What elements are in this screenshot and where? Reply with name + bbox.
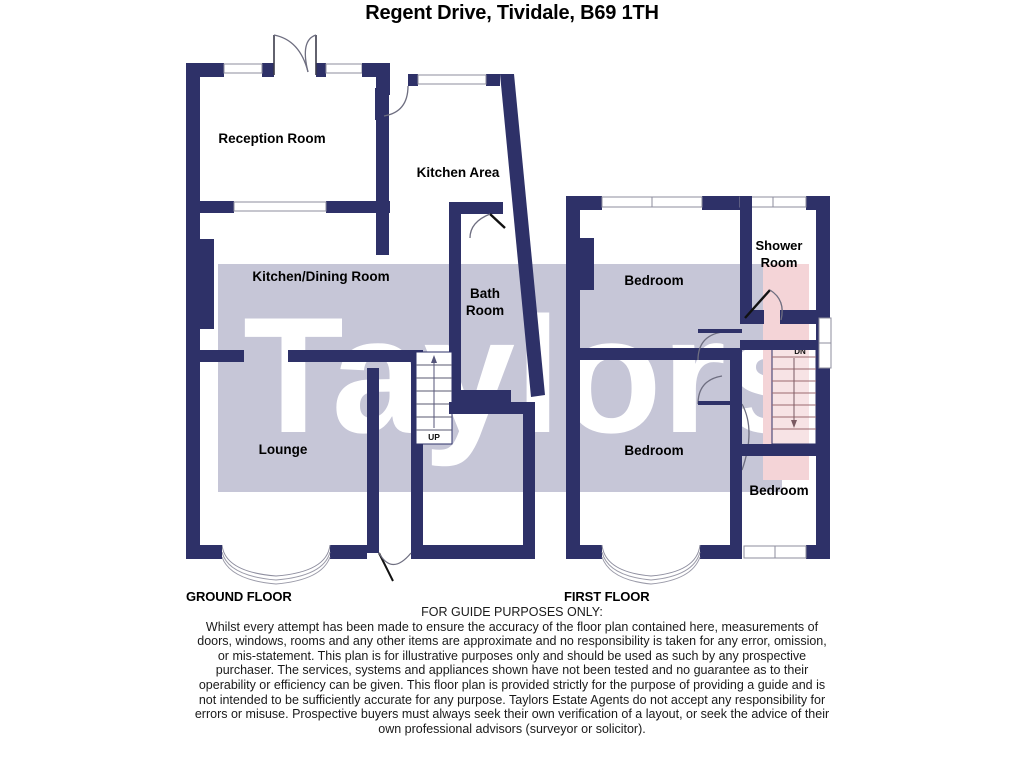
wall-left-mid bbox=[186, 209, 200, 329]
room-label-shower-room-line1: Shower bbox=[756, 238, 803, 253]
wall-ff-left-jog bbox=[580, 238, 594, 290]
wall-ff-bed2-right bbox=[730, 404, 742, 559]
window-divider bbox=[233, 201, 327, 212]
door-swing-bath bbox=[469, 213, 491, 239]
wall-bottom-far-right bbox=[423, 545, 535, 559]
disclaimer-heading: FOR GUIDE PURPOSES ONLY: bbox=[421, 605, 603, 619]
first-floor-plan: DN Bedroom Shower Room Bedroom bbox=[566, 196, 832, 585]
wall-divider-right bbox=[326, 201, 390, 213]
door-leaf-bedroom1 bbox=[698, 329, 742, 333]
ground-floor-plan: UP Reception Room Kitchen Ar bbox=[186, 34, 545, 585]
wall-ff-bottom-left bbox=[566, 545, 602, 559]
wall-hall-left bbox=[367, 368, 379, 553]
wall-bottom-step bbox=[200, 545, 222, 559]
wall-ff-landing-right bbox=[730, 348, 742, 404]
wall-divider-stub bbox=[376, 201, 389, 229]
wall-angled-right bbox=[500, 74, 545, 397]
room-label-bedroom-2: Bedroom bbox=[624, 443, 683, 458]
wall-ff-stair-top bbox=[740, 340, 816, 350]
wall-bottom-right bbox=[411, 545, 425, 559]
wall-stair-bottom bbox=[449, 390, 511, 402]
door-swing-front bbox=[378, 552, 412, 566]
door-swing-top-2 bbox=[304, 34, 317, 73]
wall-bath-top bbox=[449, 202, 489, 214]
wall-left-a bbox=[186, 173, 200, 201]
wall-left-b bbox=[186, 201, 200, 209]
disclaimer: FOR GUIDE PURPOSES ONLY: Whilst every at… bbox=[0, 605, 1024, 736]
wall-ff-top-mid bbox=[702, 196, 740, 210]
room-label-kitchen-area: Kitchen Area bbox=[417, 165, 500, 180]
wall-ff-bottom-mid bbox=[700, 545, 742, 559]
stairs-ground bbox=[415, 351, 453, 445]
window-top-1 bbox=[223, 63, 263, 74]
page-title: Regent Drive, Tividale, B69 1TH bbox=[365, 2, 659, 24]
wall-left-upper bbox=[186, 63, 200, 173]
door-leaf-bath bbox=[489, 213, 506, 229]
wall-left-lower bbox=[186, 329, 200, 559]
wall-bath-top-right bbox=[489, 202, 503, 214]
window-top-2 bbox=[325, 63, 363, 74]
disclaimer-body: Whilst every attempt has been made to en… bbox=[194, 619, 830, 736]
stairs-first-direction-label: DN bbox=[794, 347, 806, 356]
wall-ff-right bbox=[816, 196, 830, 559]
wall-divider-left bbox=[200, 201, 234, 213]
window-kitchen-top bbox=[417, 74, 487, 85]
wall-lounge-div-mid bbox=[288, 350, 423, 362]
wall-reception-right-top bbox=[376, 77, 389, 85]
wall-ff-stair-bottom bbox=[740, 444, 816, 456]
wall-ff-left bbox=[566, 196, 580, 559]
wall-bottom-mid bbox=[330, 545, 367, 559]
wall-right-lower bbox=[523, 402, 535, 552]
wall-top-pier-2 bbox=[316, 63, 326, 77]
room-label-lounge: Lounge bbox=[259, 442, 308, 457]
bay-window-bedroom2 bbox=[601, 544, 701, 585]
door-swing-shower bbox=[769, 289, 783, 321]
door-swing-bedroom3 bbox=[741, 403, 750, 471]
wall-top-left bbox=[186, 63, 224, 77]
wall-ff-shower-b2 bbox=[780, 310, 816, 324]
bay-window-lounge bbox=[221, 544, 331, 585]
wall-ff-bed1-bottom bbox=[580, 348, 698, 360]
wall-ff-top-left bbox=[566, 196, 602, 210]
door-swing-bedroom2 bbox=[697, 375, 723, 405]
door-leaf-bedroom2 bbox=[698, 401, 742, 405]
wall-corner-step bbox=[362, 63, 390, 77]
stairs-first bbox=[771, 343, 817, 445]
ground-floor-label: GROUND FLOOR bbox=[186, 589, 292, 604]
room-label-bedroom-1: Bedroom bbox=[624, 273, 683, 288]
room-label-bath-room-line1: Bath bbox=[470, 286, 500, 301]
wall-reception-right bbox=[376, 95, 389, 255]
door-swing-top-1 bbox=[273, 34, 309, 73]
door-leaf-shower bbox=[744, 289, 771, 319]
wall-left-jog bbox=[200, 239, 214, 329]
room-label-kitchen-dining-room: Kitchen/Dining Room bbox=[252, 269, 389, 284]
wall-top-pier-1 bbox=[262, 63, 274, 77]
wall-ff-bed1-right bbox=[740, 196, 752, 324]
wall-kitchen-top-left bbox=[408, 74, 418, 86]
wall-bath-bottom bbox=[449, 402, 535, 414]
room-label-bath-room-line2: Room bbox=[466, 303, 504, 318]
door-swing-kitchen bbox=[383, 85, 409, 117]
first-floor-label: FIRST FLOOR bbox=[564, 589, 650, 604]
wall-ff-shower-b1 bbox=[752, 310, 764, 324]
room-label-shower-room-line2: Room bbox=[761, 255, 798, 270]
room-label-bedroom-3: Bedroom bbox=[749, 483, 808, 498]
wall-hall-right bbox=[411, 448, 423, 553]
stairs-ground-direction-label: UP bbox=[428, 432, 440, 442]
wall-ff-bottom-right bbox=[806, 545, 830, 559]
wall-kitchen-top-right bbox=[486, 74, 500, 86]
room-label-reception-room: Reception Room bbox=[218, 131, 325, 146]
wall-lounge-div-left bbox=[200, 350, 244, 362]
